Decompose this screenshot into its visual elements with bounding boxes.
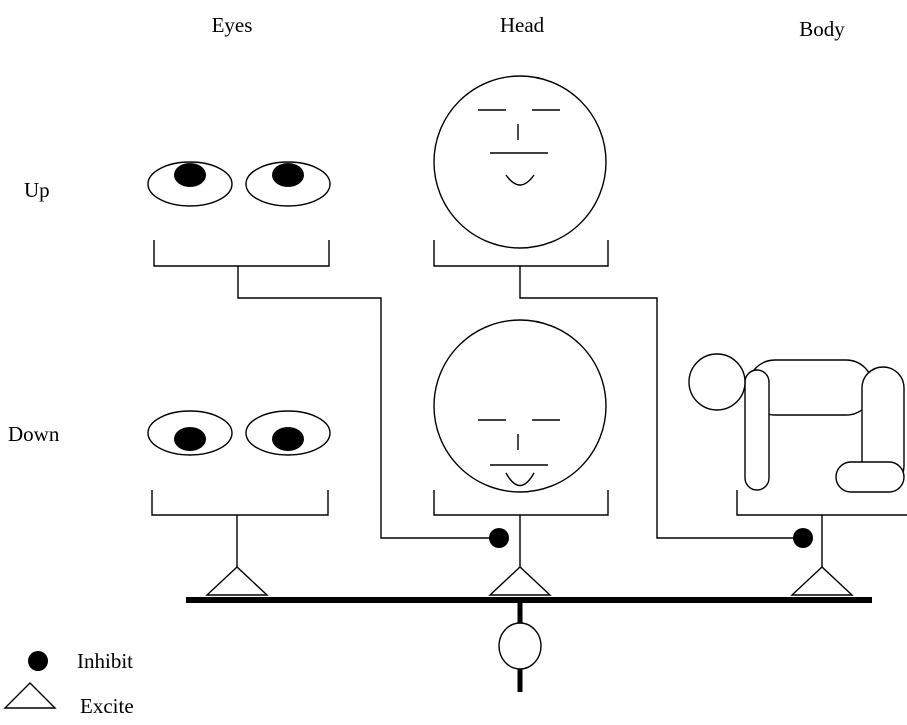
eyes-up-icon — [147, 161, 331, 207]
column-label-eyes: Eyes — [212, 13, 253, 37]
bracket-eyes-up — [153, 240, 330, 267]
inhibit-connection-eyes-to-head — [237, 266, 490, 539]
body-bent-icon — [688, 353, 905, 493]
column-label-head: Head — [500, 13, 545, 37]
row-label-down: Down — [8, 422, 60, 446]
excite-synapse-body — [790, 566, 854, 596]
row-label-up: Up — [24, 178, 50, 202]
input-unit — [498, 622, 542, 670]
head-up-icon — [433, 75, 607, 249]
bracket-eyes-down — [151, 490, 329, 516]
legend-inhibit-icon — [28, 651, 48, 671]
legend-inhibit-label: Inhibit — [77, 649, 133, 673]
bracket-head-up — [433, 240, 609, 267]
excite-synapse-head — [488, 566, 552, 596]
excite-synapse-eyes — [205, 566, 269, 596]
legend-excite-label: Excite — [80, 694, 134, 718]
inhibit-connection-head-to-body — [519, 266, 795, 539]
legend-excite-icon — [3, 682, 57, 709]
inhibit-synapse-head — [489, 528, 509, 548]
column-label-body: Body — [799, 17, 845, 41]
eyes-down-icon — [147, 410, 331, 456]
inhibit-synapse-body — [793, 528, 813, 548]
bracket-body-down — [736, 490, 907, 516]
head-down-icon — [433, 319, 607, 493]
bracket-head-down — [433, 490, 609, 516]
